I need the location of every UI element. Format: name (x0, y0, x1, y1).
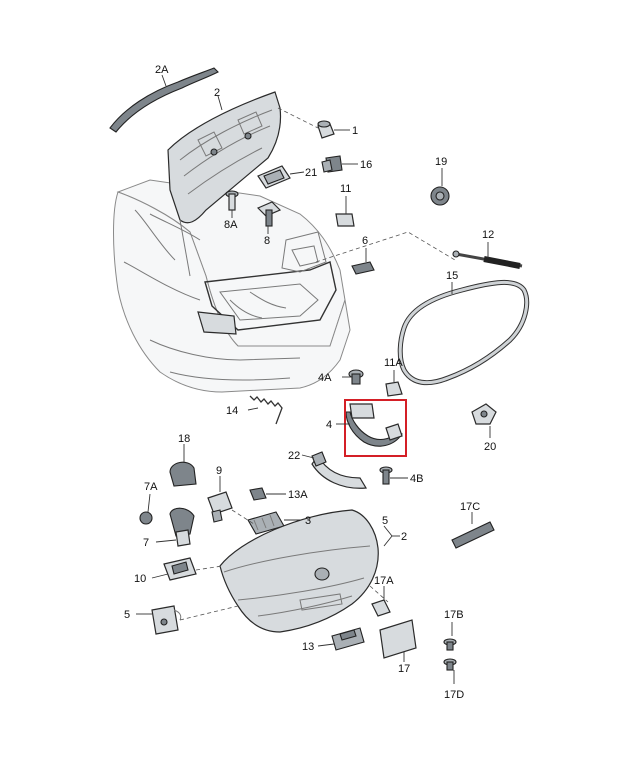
part-11-stop (335, 196, 355, 227)
callout-4b: 4B (410, 473, 423, 485)
callout-3: 3 (305, 515, 311, 527)
part-13-handle (317, 627, 365, 651)
part-5-cover (136, 605, 182, 635)
part-21-grommet (257, 165, 305, 189)
part-17c-strip (451, 512, 495, 549)
part-17-plate (379, 619, 417, 662)
callout-12: 12 (482, 229, 494, 241)
callout-8: 8 (264, 235, 270, 247)
part-4b-bolt (379, 466, 408, 485)
callout-14: 14 (226, 405, 238, 417)
callout-21: 21 (305, 167, 317, 179)
callout-17a: 17A (374, 575, 394, 587)
callout-7a: 7A (144, 481, 158, 493)
callout-5: 5 (124, 609, 130, 621)
callout-19: 19 (435, 156, 447, 168)
callout-8a: 8A (224, 219, 238, 231)
part-2a-trim-strip (109, 67, 219, 133)
callout-17c: 17C (460, 501, 480, 513)
trunk-lid-assembly (179, 509, 389, 633)
callout-11a: 11A (384, 357, 403, 369)
part-18-lock-cover (169, 444, 197, 487)
callout-13a: 13A (288, 489, 308, 501)
part-22-trim-handle (301, 451, 368, 489)
lid-callout-bracket (383, 525, 400, 547)
part-12-gas-strut (452, 242, 523, 269)
part-7a-grommet (139, 493, 153, 525)
callout-2: 2 (214, 87, 220, 99)
part-8a-bolt (225, 190, 239, 218)
car-rear-body (113, 179, 456, 393)
callout-18: 18 (178, 433, 190, 445)
hinge-highlight-box (344, 399, 407, 457)
part-9-bracket (207, 476, 233, 523)
part-14-spring (247, 395, 283, 425)
callout-20: 20 (484, 441, 496, 453)
part-6-clip (351, 248, 375, 275)
part-17b-screw (443, 622, 457, 651)
part-19-plug (430, 168, 450, 206)
part-20-bracket (471, 403, 497, 438)
callout-11: 11 (340, 183, 351, 195)
part-8-hinge-bolt (256, 201, 282, 234)
callout-4a: 4A (318, 372, 332, 384)
part-10-actuator (151, 557, 197, 581)
callout-2-lower: 2 (401, 531, 407, 543)
part-16-buffer (321, 155, 358, 173)
callout-4: 4 (326, 419, 332, 431)
part-17a-bolt (371, 586, 391, 617)
callout-7: 7 (143, 537, 149, 549)
callout-10: 10 (134, 573, 146, 585)
part-2-trunk-lid (167, 91, 282, 277)
callout-labels: 2A 2 1 16 21 19 11 8A 8 6 12 15 11A 4A 1… (124, 64, 496, 701)
callout-13: 13 (302, 641, 314, 653)
part-7-lock (155, 507, 195, 547)
callout-5-top: 5 (382, 515, 388, 527)
part-11a-buffer (385, 370, 403, 397)
callout-17b: 17B (444, 609, 464, 621)
part-4a-nut (342, 369, 364, 385)
callout-6: 6 (362, 235, 368, 247)
callout-17d: 17D (444, 689, 464, 701)
callout-22: 22 (288, 450, 300, 462)
part-15-weatherstrip (397, 279, 530, 386)
callout-17: 17 (398, 663, 410, 675)
part-1-bump-stop (277, 107, 350, 139)
part-13a-nut (249, 487, 286, 501)
part-4-hinge (336, 399, 407, 457)
part-17d-screw (443, 658, 457, 684)
callout-9: 9 (216, 465, 222, 477)
callout-1: 1 (352, 125, 358, 137)
callout-2a: 2A (155, 64, 169, 76)
callout-16: 16 (360, 159, 372, 171)
callout-15: 15 (446, 270, 458, 282)
